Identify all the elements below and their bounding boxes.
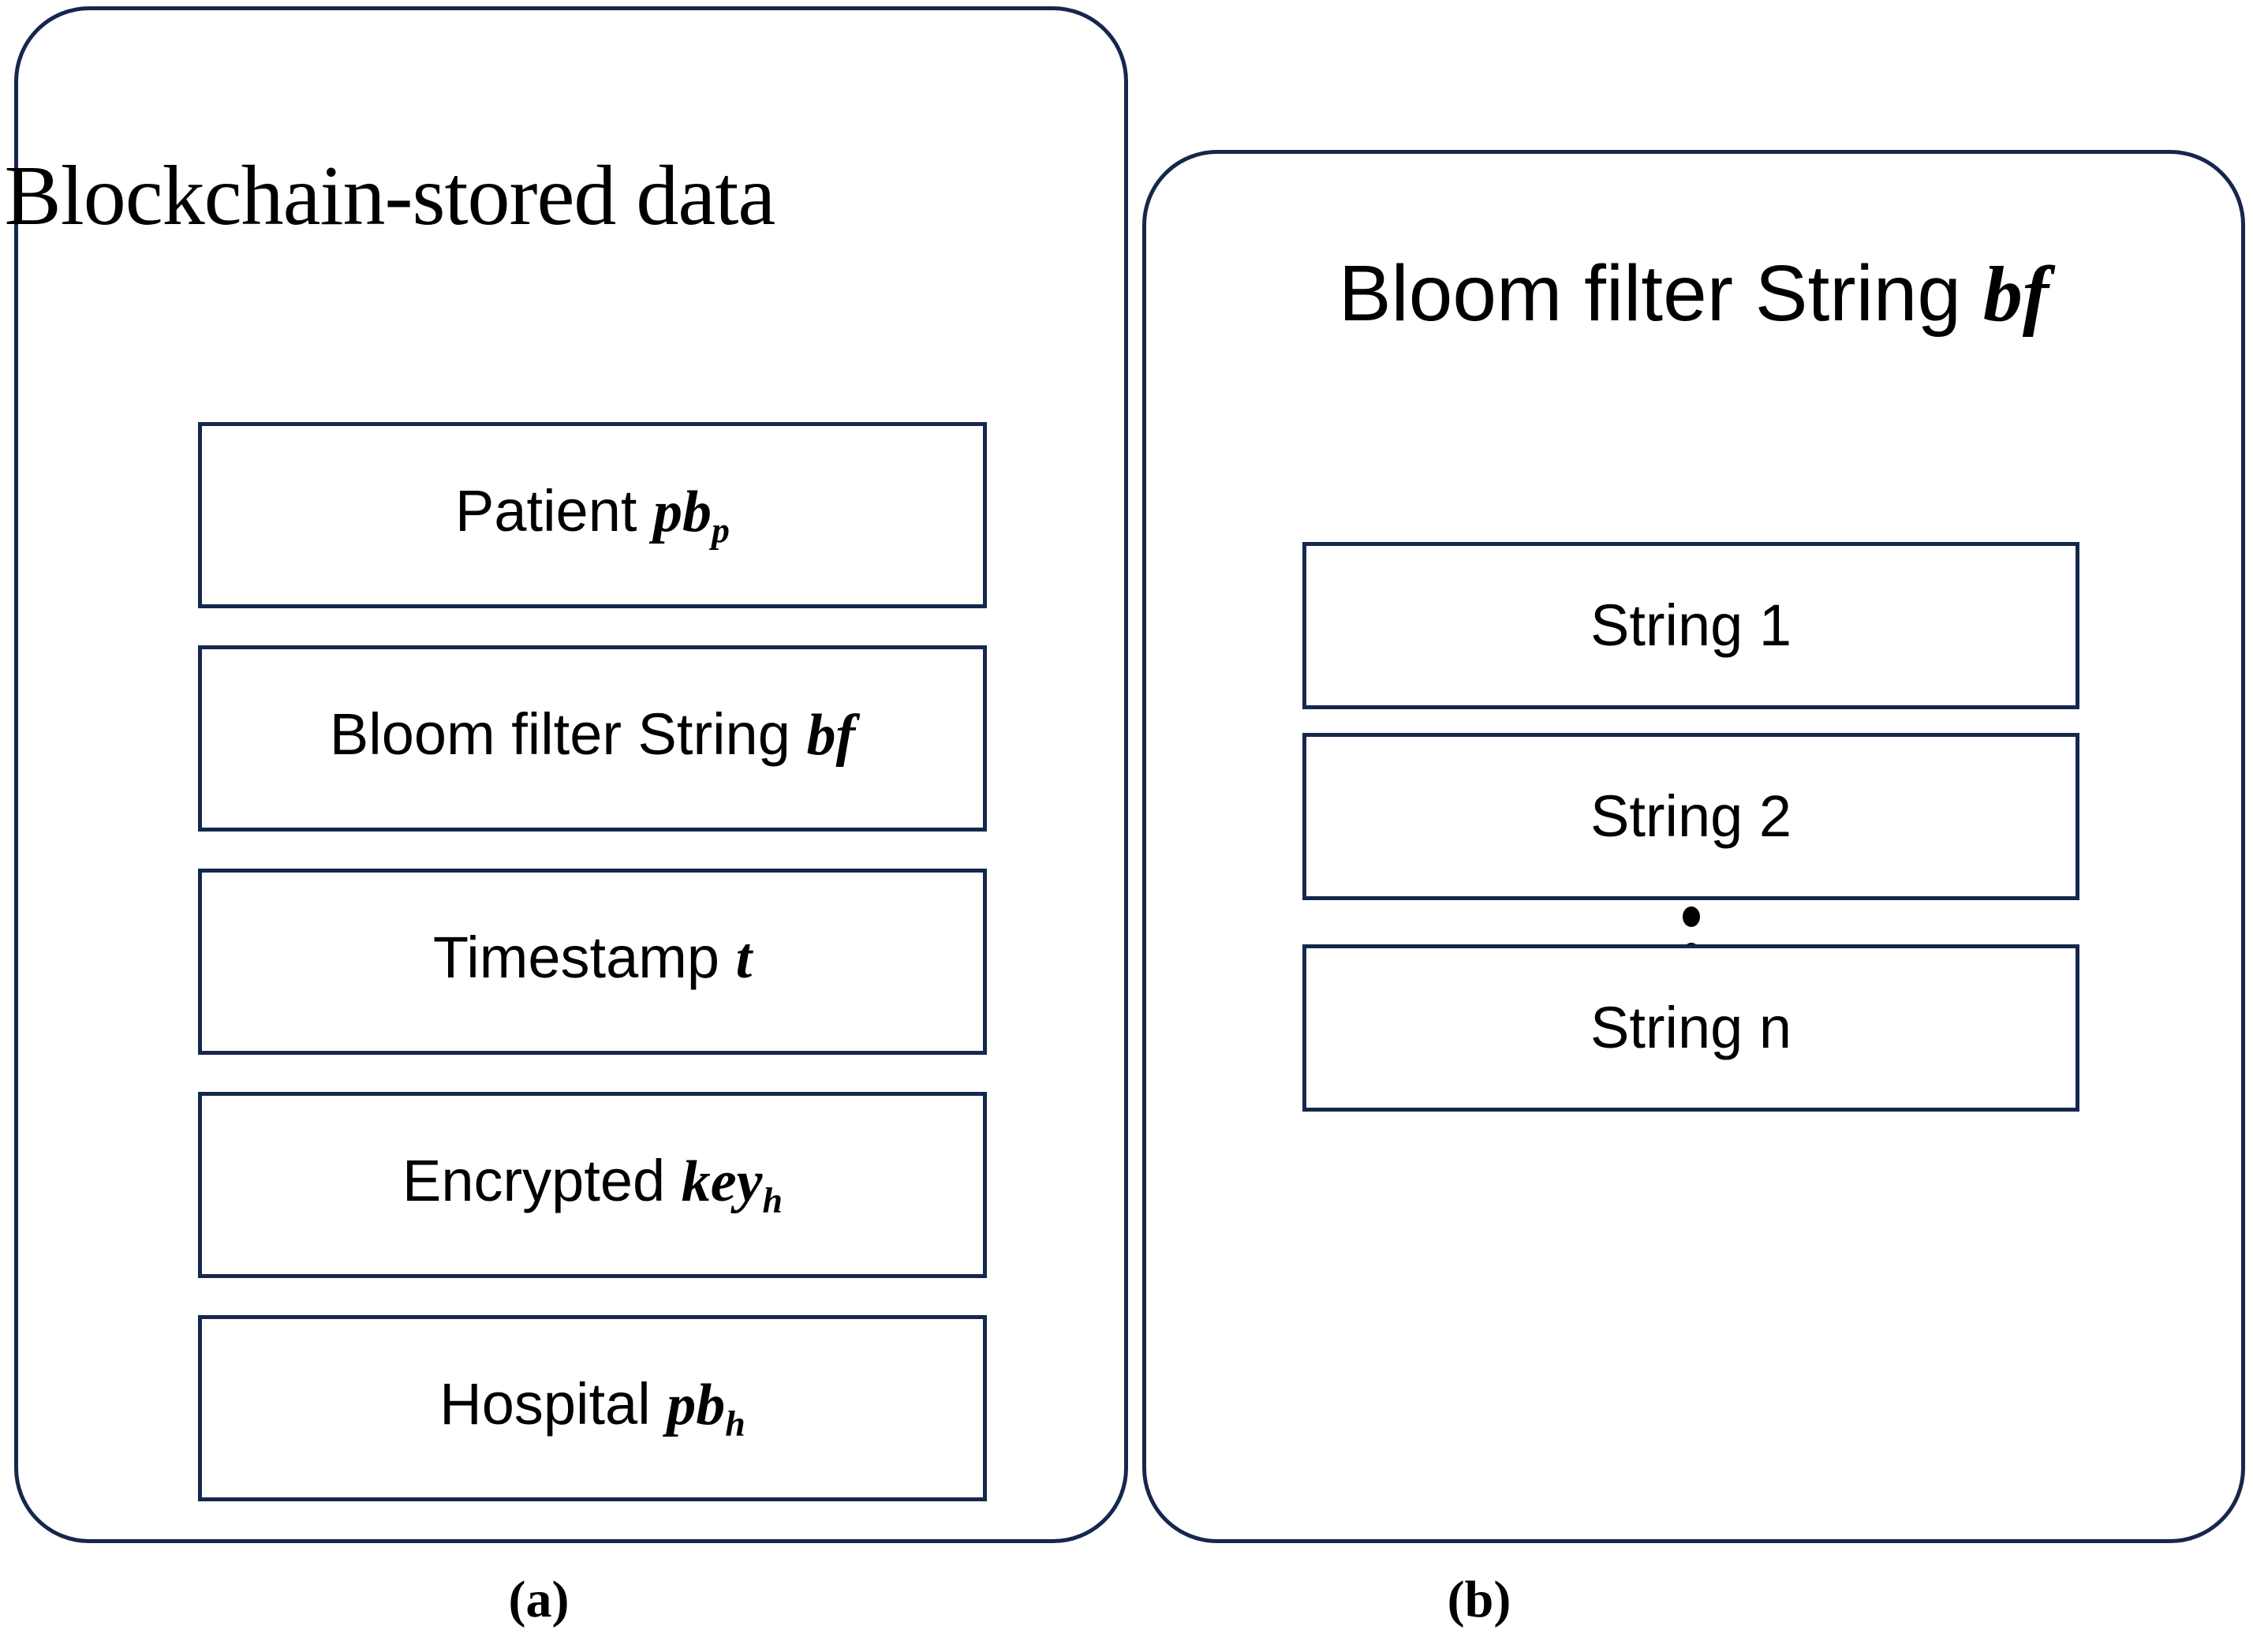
row-patient-public-key[interactable]: Patient pbp (198, 422, 987, 608)
row-string-n[interactable]: String n (1302, 944, 2079, 1112)
math-variable: bf (1982, 250, 2049, 338)
row-bloom-filter-string[interactable]: Bloom filter String bf (198, 645, 987, 832)
math-variable: t (735, 925, 753, 991)
panel-b-title-text: Bloom filter String bf (1338, 249, 2049, 338)
row-string-2[interactable]: String 2 (1302, 733, 2079, 900)
caption-b: (b) (1142, 1574, 2245, 1626)
caption-a-text: (a) (508, 1571, 570, 1628)
row-label: Timestamp t (432, 924, 753, 991)
row-hospital-public-key[interactable]: Hospital pbh (198, 1315, 987, 1501)
math-variable: keyh (681, 1149, 783, 1220)
row-string-1[interactable]: String 1 (1302, 542, 2079, 709)
row-encrypted-key[interactable]: Encrypted keyh (198, 1092, 987, 1278)
panel-a-title-text: Blockchain-stored data (4, 149, 776, 243)
panel-a-title: Blockchain-stored data (5, 154, 1124, 239)
row-label: Bloom filter String bf (329, 701, 856, 768)
ellipsis-dot (1682, 906, 1700, 927)
math-variable: bf (806, 702, 856, 768)
blockchain-stored-data-panel: Blockchain-stored data Patient pbp Bloom… (5, 6, 1128, 1543)
row-label: String 1 (1590, 592, 1792, 658)
caption-b-text: (b) (1447, 1571, 1511, 1628)
math-variable: pbh (667, 1372, 745, 1444)
row-label: String 2 (1590, 783, 1792, 849)
row-label: Encrypted keyh (402, 1147, 783, 1220)
panel-b-title: Bloom filter String bf (1146, 254, 2241, 334)
row-label: Patient pbp (455, 477, 730, 551)
bloom-filter-string-panel: Bloom filter String bf String 1 String 2… (1142, 150, 2245, 1543)
row-label: Hospital pbh (439, 1370, 745, 1444)
row-label: String n (1590, 995, 1792, 1060)
math-variable: pbp (653, 479, 730, 551)
caption-a: (a) (0, 1574, 1128, 1626)
row-timestamp[interactable]: Timestamp t (198, 869, 987, 1055)
